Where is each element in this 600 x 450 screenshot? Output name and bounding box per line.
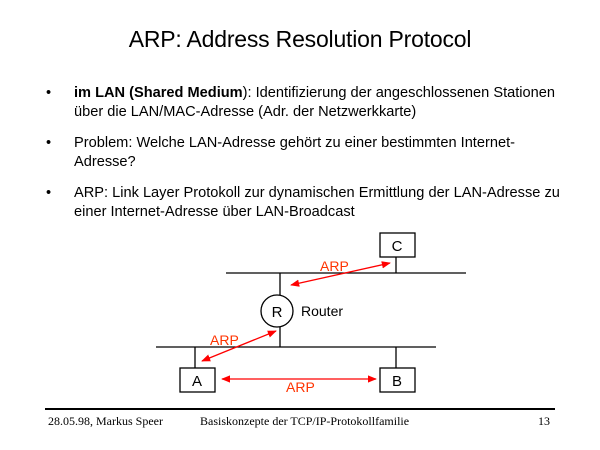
- arrow-label-a-router: ARP: [210, 332, 239, 348]
- bullet-list: • im LAN (Shared Medium): Identifizierun…: [46, 84, 566, 234]
- router-circle: [260, 294, 294, 328]
- node-a-box: [179, 367, 216, 393]
- node-c-label: C: [392, 238, 403, 255]
- footer-author-date: 28.05.98, Markus Speer: [48, 414, 163, 428]
- router-text: Router: [301, 303, 343, 319]
- node-a-label: A: [192, 373, 202, 390]
- router-node-label: R: [272, 304, 283, 321]
- footer-title: Basiskonzepte der TCP/IP-Protokollfamili…: [200, 414, 410, 428]
- node-c-box: [379, 232, 416, 258]
- bullet-text: ): Identifizierung der angeschlossenen S…: [74, 85, 556, 120]
- page-number: 13: [538, 414, 550, 428]
- arrow-a-router: [201, 330, 277, 362]
- slide-title: ARP: Address Resolution Protocol: [128, 26, 472, 52]
- bullet-text: Problem: Welche LAN-Adresse gehört zu ei…: [74, 135, 515, 170]
- bullet-dot: •: [46, 185, 52, 201]
- bullet-bold-text: im LAN (Shared Medium: [74, 85, 243, 101]
- bullet-text: ARP: Link Layer Protokoll zur dynamische…: [74, 185, 560, 220]
- arrow-label-router-c: ARP: [320, 258, 349, 274]
- node-b-label: B: [392, 373, 402, 390]
- arrow-router-c: [290, 261, 391, 287]
- bullet-item: • Problem: Welche LAN-Adresse gehört zu …: [46, 134, 566, 172]
- bullet-dot: •: [46, 135, 52, 151]
- bullet-dot: •: [46, 85, 52, 101]
- node-b-box: [379, 367, 416, 393]
- bullet-item: • im LAN (Shared Medium): Identifizierun…: [46, 84, 566, 122]
- bullet-item: • ARP: Link Layer Protokoll zur dynamisc…: [46, 184, 566, 222]
- footer-divider: [45, 408, 555, 410]
- arrow-label-a-b: ARP: [286, 379, 315, 395]
